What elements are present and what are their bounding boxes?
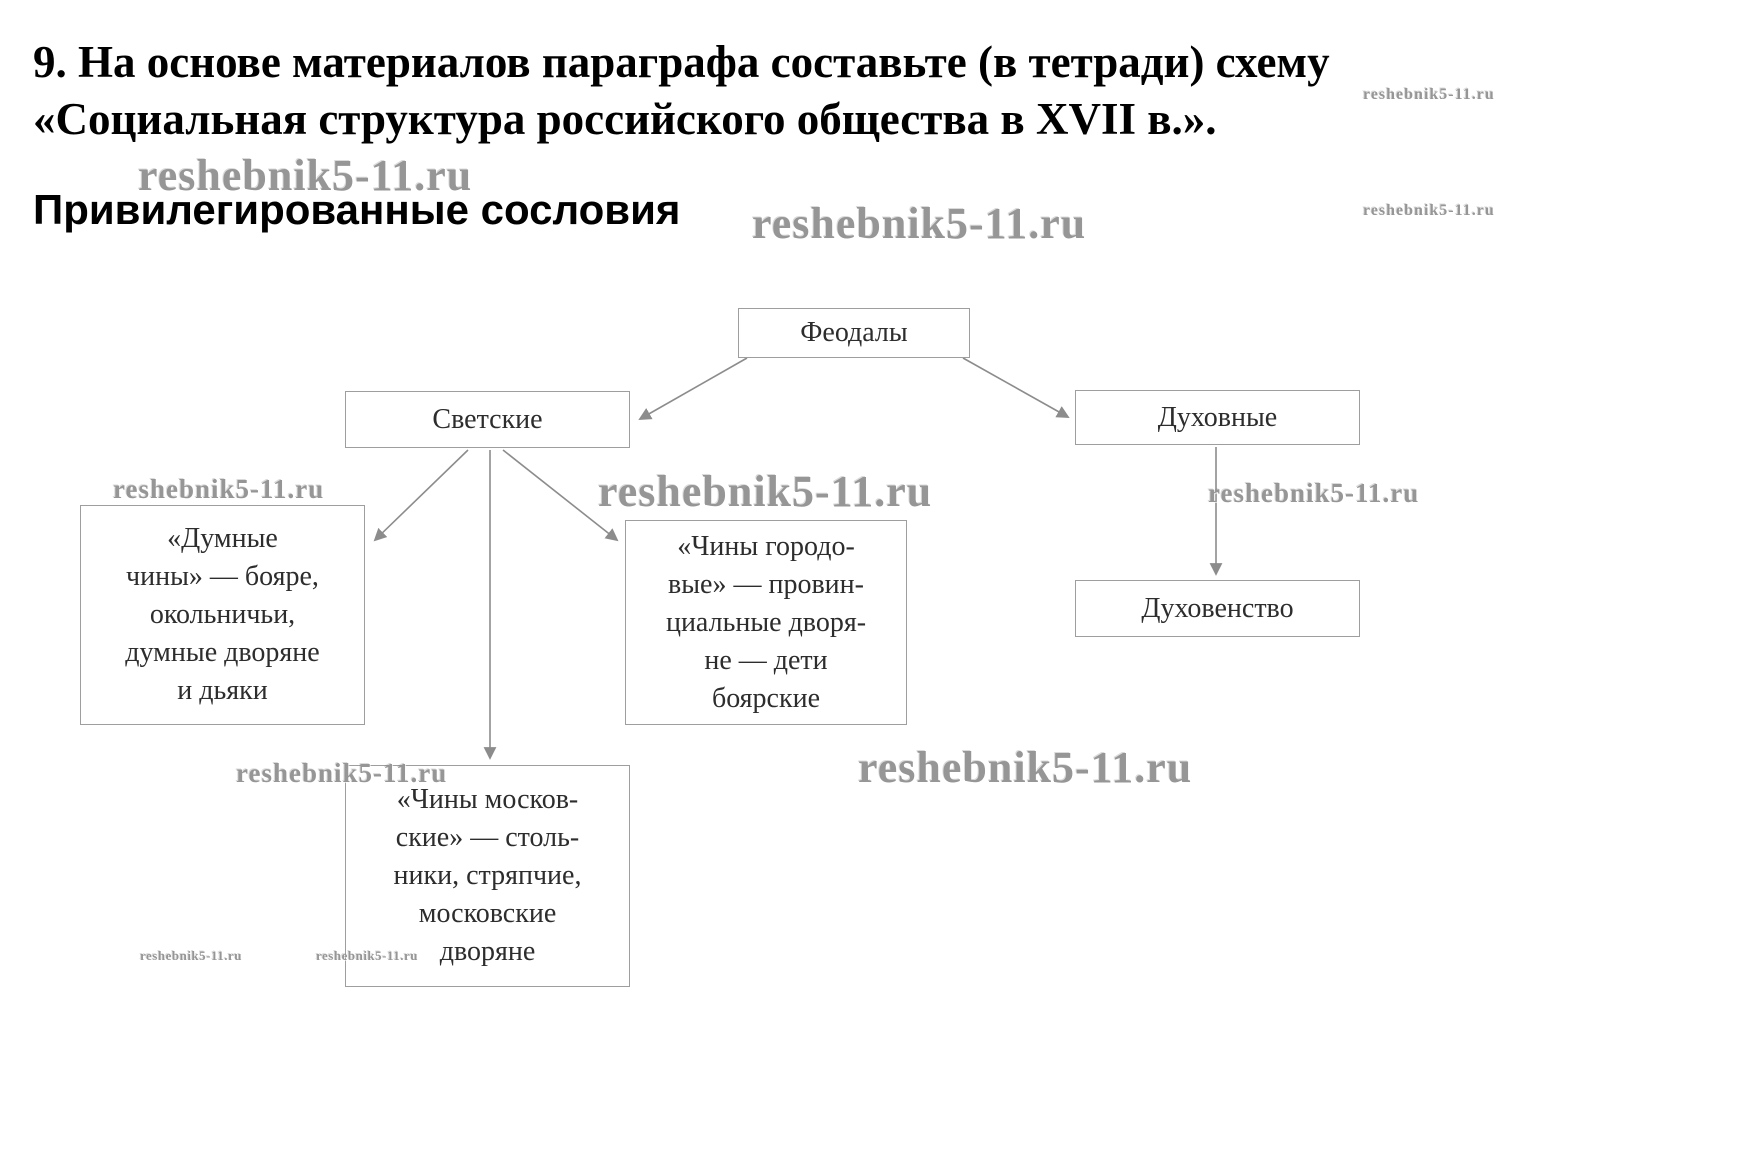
watermark: reshebnik5-11.ru	[236, 758, 448, 788]
watermark: reshebnik5-11.ru	[140, 948, 243, 963]
watermark: reshebnik5-11.ru	[113, 474, 325, 504]
page-title-line-2: «Социальная структура российского общест…	[33, 94, 1217, 144]
node-dukhovnye: Духовные	[1075, 390, 1360, 445]
node-feodaly: Феодалы	[738, 308, 970, 358]
arrow-feodaly-to-svetskie	[638, 357, 748, 420]
node-chiny-moskovskie: «Чины москов- ские» — столь- ники, стряп…	[345, 765, 630, 987]
section-heading: Привилегированные сословия	[33, 186, 681, 233]
node-dukhovenstvo: Духовенство	[1075, 580, 1360, 637]
node-dumnye-chiny: «Думные чины» — бояре, окольничьи, думны…	[80, 505, 365, 725]
arrow-feodaly-to-dukhovnye	[962, 357, 1070, 418]
watermark: reshebnik5-11.ru	[1208, 478, 1420, 508]
watermark: reshebnik5-11.ru	[1363, 202, 1495, 219]
watermark: reshebnik5-11.ru	[1363, 86, 1495, 103]
watermark: reshebnik5-11.ru	[752, 199, 1087, 248]
page-title-line-1: 9. На основе материалов параграфа состав…	[33, 37, 1330, 87]
watermark: reshebnik5-11.ru	[598, 467, 933, 516]
node-svetskie: Светские	[345, 391, 630, 448]
arrow-svetskie-to-dumnye	[373, 449, 469, 542]
node-chiny-gorodovye: «Чины городо- вые» — провин- циальные дв…	[625, 520, 907, 725]
watermark: reshebnik5-11.ru	[138, 151, 473, 200]
watermark: reshebnik5-11.ru	[858, 743, 1193, 792]
page-title: 9. На основе материалов параграфа состав…	[33, 34, 1330, 148]
watermark: reshebnik5-11.ru	[316, 948, 419, 963]
